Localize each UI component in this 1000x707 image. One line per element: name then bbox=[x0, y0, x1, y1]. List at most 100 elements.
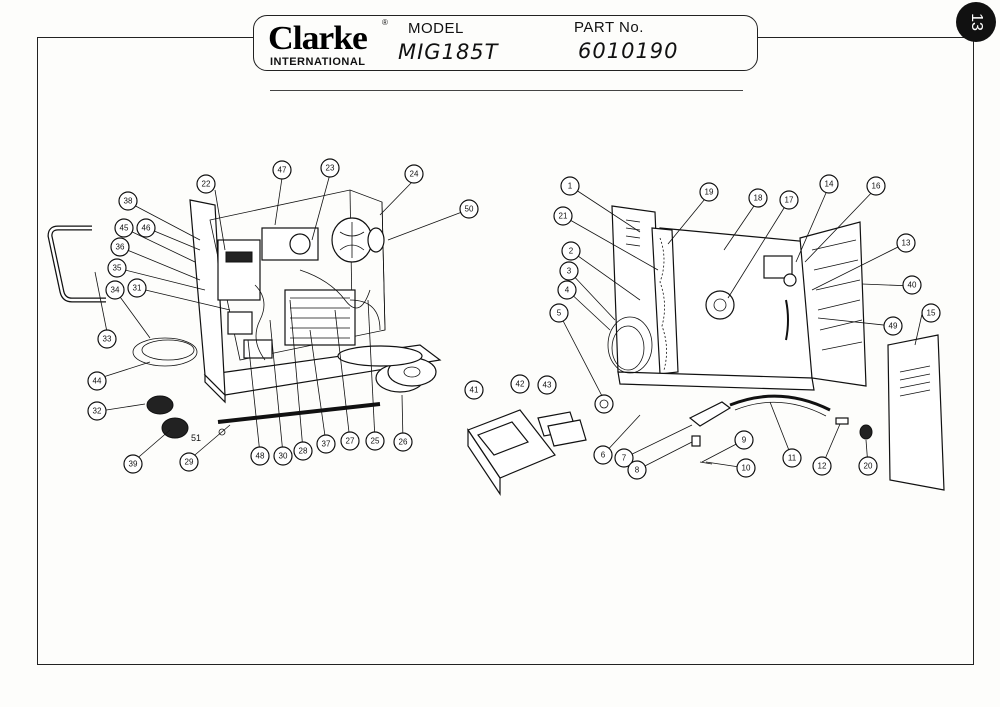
internal-cable-a bbox=[254, 284, 266, 361]
callout-5-number: 5 bbox=[557, 309, 562, 318]
callout-4-number: 4 bbox=[565, 286, 570, 295]
callout-32-number: 32 bbox=[93, 407, 102, 416]
side-rail bbox=[337, 345, 423, 367]
callout-49-circle bbox=[883, 316, 903, 336]
callout-39-number: 39 bbox=[129, 460, 138, 469]
callout-50-circle bbox=[459, 199, 479, 219]
contactor bbox=[217, 239, 261, 301]
base-plate bbox=[617, 371, 815, 391]
callout-25-circle bbox=[365, 431, 385, 451]
torch-cable bbox=[729, 394, 831, 412]
callout-28-number: 28 bbox=[299, 447, 308, 456]
brand-subtitle: INTERNATIONAL bbox=[270, 56, 366, 68]
callout-29: 29 bbox=[179, 452, 199, 472]
gas-regulator bbox=[594, 394, 614, 414]
internal-cable-c bbox=[349, 299, 381, 331]
callout-5: 5 bbox=[549, 303, 569, 323]
centre-divider-panel bbox=[659, 227, 813, 386]
callout-2: 2 bbox=[561, 241, 581, 261]
callout-44: 44 bbox=[87, 371, 107, 391]
callout-41-number: 41 bbox=[470, 386, 479, 395]
callout-43-number: 43 bbox=[543, 381, 552, 390]
callout-37-circle bbox=[316, 434, 336, 454]
callout-15-circle bbox=[921, 303, 941, 323]
internal-cable-b bbox=[299, 269, 371, 309]
right-side-cover bbox=[799, 221, 867, 387]
wheel-axle bbox=[217, 402, 381, 424]
callout-33-number: 33 bbox=[103, 335, 112, 344]
callout-43-circle bbox=[537, 375, 557, 395]
callout-23: 23 bbox=[320, 158, 340, 178]
callout-9-circle bbox=[734, 430, 754, 450]
callout-39: 39 bbox=[123, 454, 143, 474]
callout-20: 20 bbox=[858, 456, 878, 476]
callout-6: 6 bbox=[593, 445, 613, 465]
callout-21: 21 bbox=[553, 206, 573, 226]
leader-lines bbox=[94, 173, 923, 471]
clarke-logo: Clarke ® INTERNATIONAL bbox=[268, 18, 388, 72]
callout-27-circle bbox=[340, 431, 360, 451]
callout-11-number: 11 bbox=[788, 454, 797, 463]
transformer-windings bbox=[290, 297, 350, 339]
choke bbox=[243, 339, 273, 359]
fan-motor bbox=[367, 227, 385, 253]
access-panel bbox=[887, 334, 945, 491]
callout-11-circle bbox=[782, 448, 802, 468]
callout-30-number: 30 bbox=[279, 452, 288, 461]
callout-46-circle bbox=[136, 218, 156, 238]
callout-10-circle bbox=[736, 458, 756, 478]
earth-lead-coil bbox=[132, 337, 198, 367]
callout-44-circle bbox=[87, 371, 107, 391]
access-panel-vents bbox=[899, 365, 931, 397]
callout-1-number: 1 bbox=[568, 182, 573, 191]
torch-cable-inner bbox=[734, 401, 827, 417]
callout-13-circle bbox=[896, 233, 916, 253]
callout-36-number: 36 bbox=[116, 243, 125, 252]
callout-11: 11 bbox=[782, 448, 802, 468]
callout-19: 19 bbox=[699, 182, 719, 202]
callout-33: 33 bbox=[97, 329, 117, 349]
callout-7-number: 7 bbox=[622, 454, 627, 463]
callout-14-number: 14 bbox=[825, 180, 834, 189]
callout-12-circle bbox=[812, 456, 832, 476]
callout-38-circle bbox=[118, 191, 138, 211]
callout-17: 17 bbox=[779, 190, 799, 210]
callout-33-circle bbox=[97, 329, 117, 349]
callout-15-number: 15 bbox=[927, 309, 936, 318]
callout-30-circle bbox=[273, 446, 293, 466]
callout-8-circle bbox=[627, 460, 647, 480]
callout-43: 43 bbox=[537, 375, 557, 395]
callout-22-circle bbox=[196, 174, 216, 194]
callout-17-circle bbox=[779, 190, 799, 210]
callout-27: 27 bbox=[340, 431, 360, 451]
regulator-gauge bbox=[599, 399, 609, 409]
callout-22-number: 22 bbox=[202, 180, 211, 189]
callout-24: 24 bbox=[404, 164, 424, 184]
part-number-label: PART No. bbox=[574, 19, 644, 36]
callout-13-number: 13 bbox=[902, 239, 911, 248]
callout-19-number: 19 bbox=[705, 188, 714, 197]
callout-48: 48 bbox=[250, 446, 270, 466]
gas-hose-coil-inner bbox=[611, 325, 645, 371]
callout-21-circle bbox=[553, 206, 573, 226]
callout-51-label: 51 bbox=[191, 433, 201, 443]
callout-21-number: 21 bbox=[559, 212, 568, 221]
callout-26-circle bbox=[393, 432, 413, 452]
castor-rear bbox=[161, 417, 189, 439]
callout-48-circle bbox=[250, 446, 270, 466]
right-assembly bbox=[467, 205, 945, 496]
callout-18-circle bbox=[748, 188, 768, 208]
callout-16: 16 bbox=[866, 176, 886, 196]
callout-50-number: 50 bbox=[465, 205, 474, 214]
callout-40-number: 40 bbox=[908, 281, 917, 290]
callout-32-circle bbox=[87, 401, 107, 421]
callout-42-number: 42 bbox=[516, 380, 525, 389]
callout-4: 4 bbox=[557, 280, 577, 300]
callout-17-number: 17 bbox=[785, 196, 794, 205]
spool-holder-hub bbox=[713, 298, 727, 312]
frame-post-2 bbox=[381, 201, 386, 331]
callout-2-number: 2 bbox=[569, 247, 574, 256]
callout-28-circle bbox=[293, 441, 313, 461]
callout-3-number: 3 bbox=[567, 267, 572, 276]
